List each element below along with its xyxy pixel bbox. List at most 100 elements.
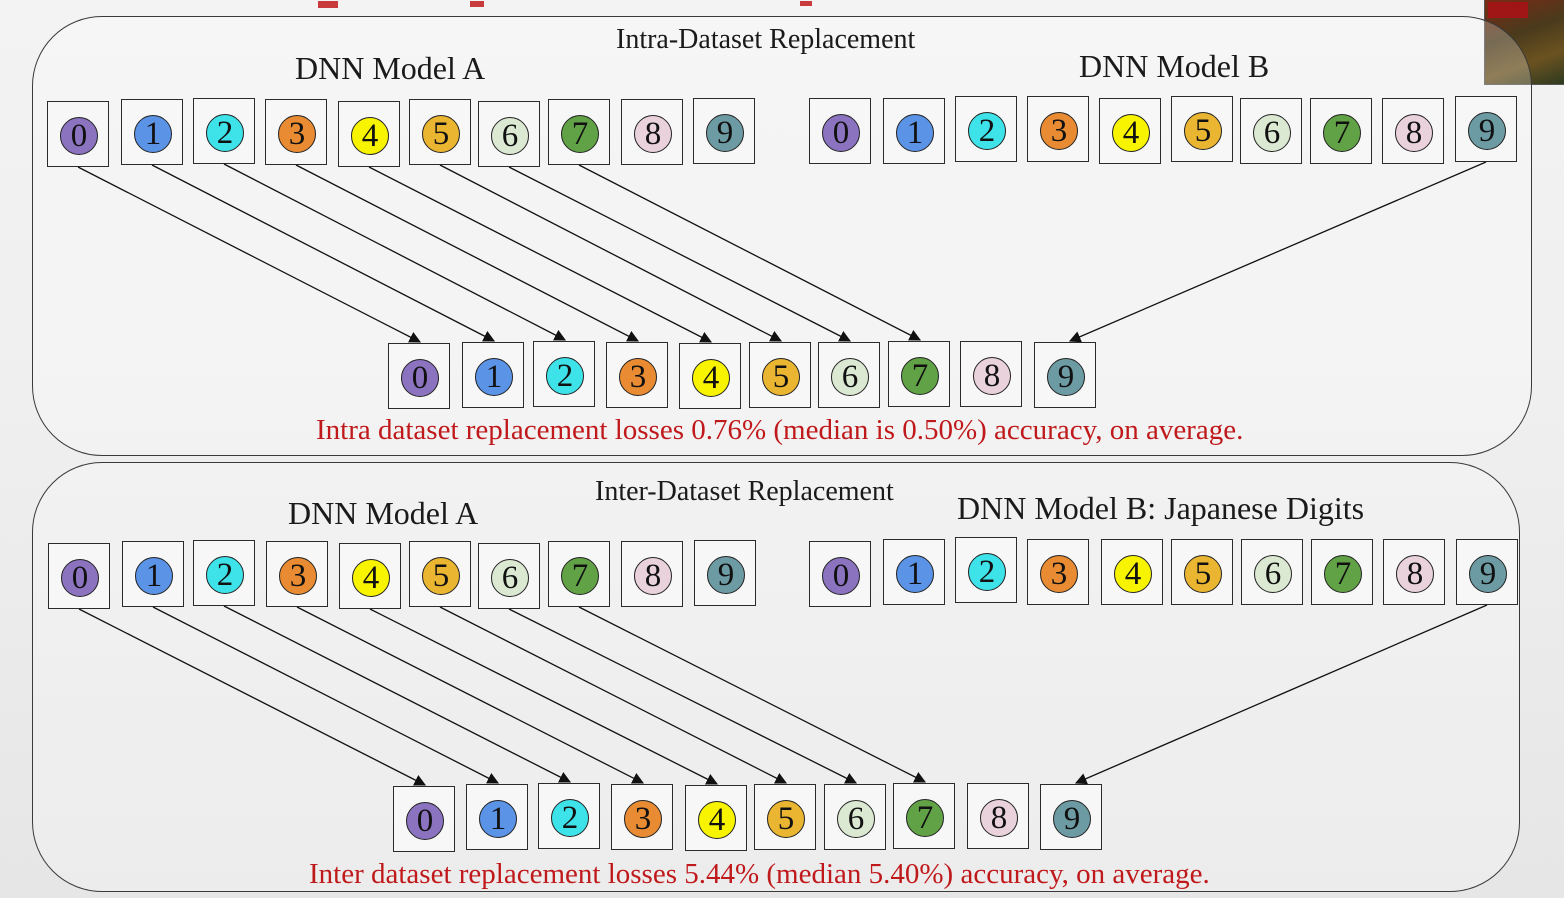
digit-class-9: 9	[1053, 800, 1091, 838]
digit-class-5: 5	[1184, 555, 1222, 593]
digit-class-6: 6	[1253, 114, 1291, 152]
digit-class-4: 4	[352, 559, 390, 597]
digit-class-7: 7	[1324, 555, 1362, 593]
digit-class-0: 0	[401, 359, 439, 397]
mapping-arrow-a-4	[368, 166, 713, 343]
mapping-arrow-a-6	[508, 166, 852, 342]
model-b-label: DNN Model B	[1079, 48, 1270, 84]
digit-box-model-b-6: 6	[1240, 98, 1302, 164]
digit-class-2: 2	[551, 799, 589, 837]
digit-class-7: 7	[561, 115, 599, 153]
mapping-arrow-a-6	[508, 608, 858, 784]
digit-class-5: 5	[422, 557, 460, 595]
digit-class-6: 6	[1254, 555, 1292, 593]
mapping-arrow-b-9	[1074, 604, 1488, 785]
digit-box-model-a-7: 7	[548, 541, 610, 607]
digit-class-1: 1	[135, 557, 173, 595]
digit-box-model-a-2: 2	[193, 540, 255, 606]
digit-box-model-a-1: 1	[122, 541, 184, 607]
digit-box-model-a-9: 9	[694, 540, 756, 606]
digit-box-model-b-9: 9	[1455, 96, 1517, 162]
digit-box-model-b-6: 6	[1241, 539, 1303, 605]
digit-class-1: 1	[475, 358, 513, 396]
digit-class-0: 0	[406, 802, 444, 840]
digit-class-9: 9	[1047, 358, 1085, 396]
digit-box-model-b-1: 1	[883, 98, 945, 164]
digit-box-target-0: 0	[393, 786, 455, 852]
digit-box-model-a-5: 5	[409, 541, 471, 607]
mapping-arrow-a-1	[151, 164, 496, 342]
digit-box-model-a-0: 0	[47, 101, 109, 167]
digit-class-9: 9	[707, 556, 745, 594]
digit-box-model-a-4: 4	[338, 101, 400, 167]
digit-box-model-a-6: 6	[478, 543, 540, 609]
digit-box-model-b-0: 0	[809, 541, 871, 607]
digit-box-model-a-2: 2	[193, 98, 255, 164]
mapping-arrow-a-2	[223, 163, 567, 341]
mapping-arrow-a-2	[223, 605, 572, 783]
digit-class-9: 9	[1468, 112, 1506, 150]
digit-box-target-7: 7	[893, 783, 955, 849]
digit-class-9: 9	[706, 114, 744, 152]
mapping-arrow-a-1	[152, 606, 500, 784]
model-a-label: DNN Model A	[295, 50, 486, 86]
digit-class-4: 4	[351, 117, 389, 155]
digit-box-target-5: 5	[754, 784, 816, 850]
digit-class-2: 2	[206, 114, 244, 152]
digit-class-2: 2	[968, 553, 1006, 591]
digit-class-0: 0	[822, 557, 860, 595]
digit-box-model-b-1: 1	[883, 539, 945, 605]
digit-class-3: 3	[279, 557, 317, 595]
mapping-arrow-a-7	[578, 164, 922, 341]
digit-class-8: 8	[634, 115, 672, 153]
digit-class-8: 8	[980, 799, 1018, 837]
mapping-arrow-a-5	[439, 606, 788, 784]
digit-box-model-a-0: 0	[48, 543, 110, 609]
digit-class-6: 6	[491, 117, 529, 155]
digit-box-target-4: 4	[679, 343, 741, 409]
digit-box-model-a-8: 8	[621, 99, 683, 165]
digit-box-model-b-0: 0	[809, 98, 871, 164]
digit-box-target-8: 8	[967, 783, 1029, 849]
mapping-arrow-a-3	[295, 164, 640, 342]
digit-class-1: 1	[479, 800, 517, 838]
digit-class-2: 2	[546, 357, 584, 395]
digit-class-6: 6	[831, 358, 869, 396]
digit-box-target-2: 2	[538, 783, 600, 849]
digit-box-model-a-1: 1	[121, 99, 183, 165]
digit-box-model-a-5: 5	[409, 99, 471, 165]
digit-box-model-b-2: 2	[955, 96, 1017, 162]
result-caption: Inter dataset replacement losses 5.44% (…	[309, 858, 1210, 890]
digit-box-target-3: 3	[611, 784, 673, 850]
digit-box-target-4: 4	[685, 785, 747, 851]
digit-class-1: 1	[896, 555, 934, 593]
digit-class-7: 7	[906, 799, 944, 837]
digit-class-8: 8	[634, 557, 672, 595]
digit-box-model-a-6: 6	[478, 101, 540, 167]
mapping-arrow-a-7	[578, 606, 927, 783]
digit-class-5: 5	[762, 358, 800, 396]
result-caption: Intra dataset replacement losses 0.76% (…	[316, 414, 1244, 446]
digit-box-model-b-3: 3	[1027, 96, 1089, 162]
digit-class-9: 9	[1469, 555, 1507, 593]
digit-box-model-a-8: 8	[621, 541, 683, 607]
digit-class-5: 5	[422, 115, 460, 153]
digit-class-5: 5	[1184, 112, 1222, 150]
digit-class-6: 6	[491, 559, 529, 597]
digit-box-model-b-2: 2	[955, 537, 1017, 603]
model-b-label: DNN Model B: Japanese Digits	[957, 490, 1365, 526]
digit-class-0: 0	[60, 117, 98, 155]
digit-box-model-b-5: 5	[1171, 96, 1233, 162]
panel-title: Intra-Dataset Replacement	[616, 24, 916, 55]
university-logo	[1488, 2, 1528, 18]
mapping-arrow-a-5	[439, 164, 783, 342]
mapping-arrow-a-0	[78, 608, 427, 786]
digit-class-7: 7	[1323, 114, 1361, 152]
digit-class-8: 8	[1395, 114, 1433, 152]
digit-box-model-b-3: 3	[1027, 539, 1089, 605]
mapping-arrow-a-4	[369, 608, 719, 785]
digit-box-model-a-4: 4	[339, 543, 401, 609]
digit-box-target-8: 8	[960, 341, 1022, 407]
digit-class-7: 7	[901, 357, 939, 395]
